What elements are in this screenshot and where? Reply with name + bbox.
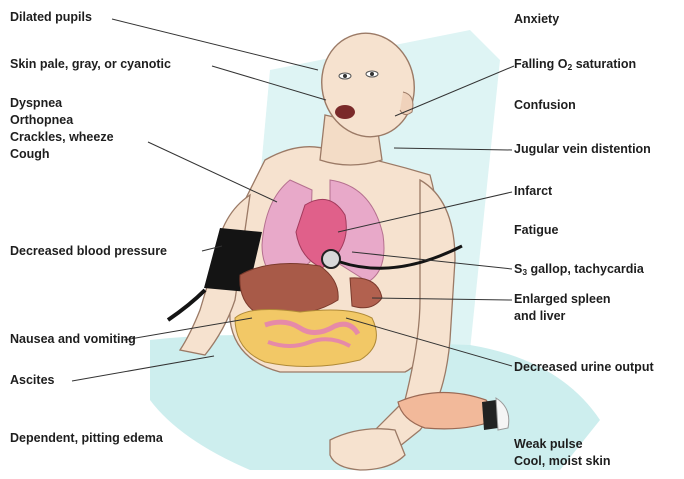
pupil-right	[370, 72, 374, 76]
label-dyspnea: Dyspnea	[10, 95, 114, 112]
label-spleen-line2: and liver	[514, 308, 611, 325]
watch	[482, 400, 498, 430]
label-dilated-pupils: Dilated pupils	[10, 9, 92, 26]
label-orthopnea: Orthopnea	[10, 112, 114, 129]
open-mouth	[335, 105, 355, 119]
label-cough: Cough	[10, 146, 114, 163]
stethoscope-chestpiece	[322, 250, 340, 268]
label-skin-pale: Skin pale, gray, or cyanotic	[10, 56, 171, 73]
label-o2-suffix: saturation	[572, 57, 636, 71]
label-jvd: Jugular vein distention	[514, 141, 651, 158]
label-respiratory-group: Dyspnea Orthopnea Crackles, wheeze Cough	[10, 95, 114, 163]
label-spleen-line1: Enlarged spleen	[514, 291, 611, 308]
label-anxiety: Anxiety	[514, 11, 559, 28]
label-confusion: Confusion	[514, 97, 576, 114]
label-decreased-bp: Decreased blood pressure	[10, 243, 167, 260]
label-weak-pulse: Weak pulse	[514, 436, 611, 453]
label-pulse-skin: Weak pulse Cool, moist skin	[514, 436, 611, 470]
label-edema: Dependent, pitting edema	[10, 430, 163, 447]
label-s3-gallop: S3 gallop, tachycardia	[514, 261, 644, 281]
label-s3-suffix: gallop, tachycardia	[527, 262, 644, 276]
label-cool-skin: Cool, moist skin	[514, 453, 611, 470]
label-ascites: Ascites	[10, 372, 54, 389]
label-o2-prefix: Falling O	[514, 57, 567, 71]
label-infarct: Infarct	[514, 183, 552, 200]
pupil-left	[343, 74, 347, 78]
abdomen	[235, 310, 376, 367]
left-hand	[330, 429, 405, 470]
label-urine-output: Decreased urine output	[514, 359, 654, 376]
label-nausea: Nausea and vomiting	[10, 331, 136, 348]
leader-respiratory	[148, 142, 277, 202]
label-crackles: Crackles, wheeze	[10, 129, 114, 146]
label-spleen-liver: Enlarged spleen and liver	[514, 291, 611, 325]
label-fatigue: Fatigue	[514, 222, 558, 239]
label-o2-saturation: Falling O2 saturation	[514, 56, 636, 76]
